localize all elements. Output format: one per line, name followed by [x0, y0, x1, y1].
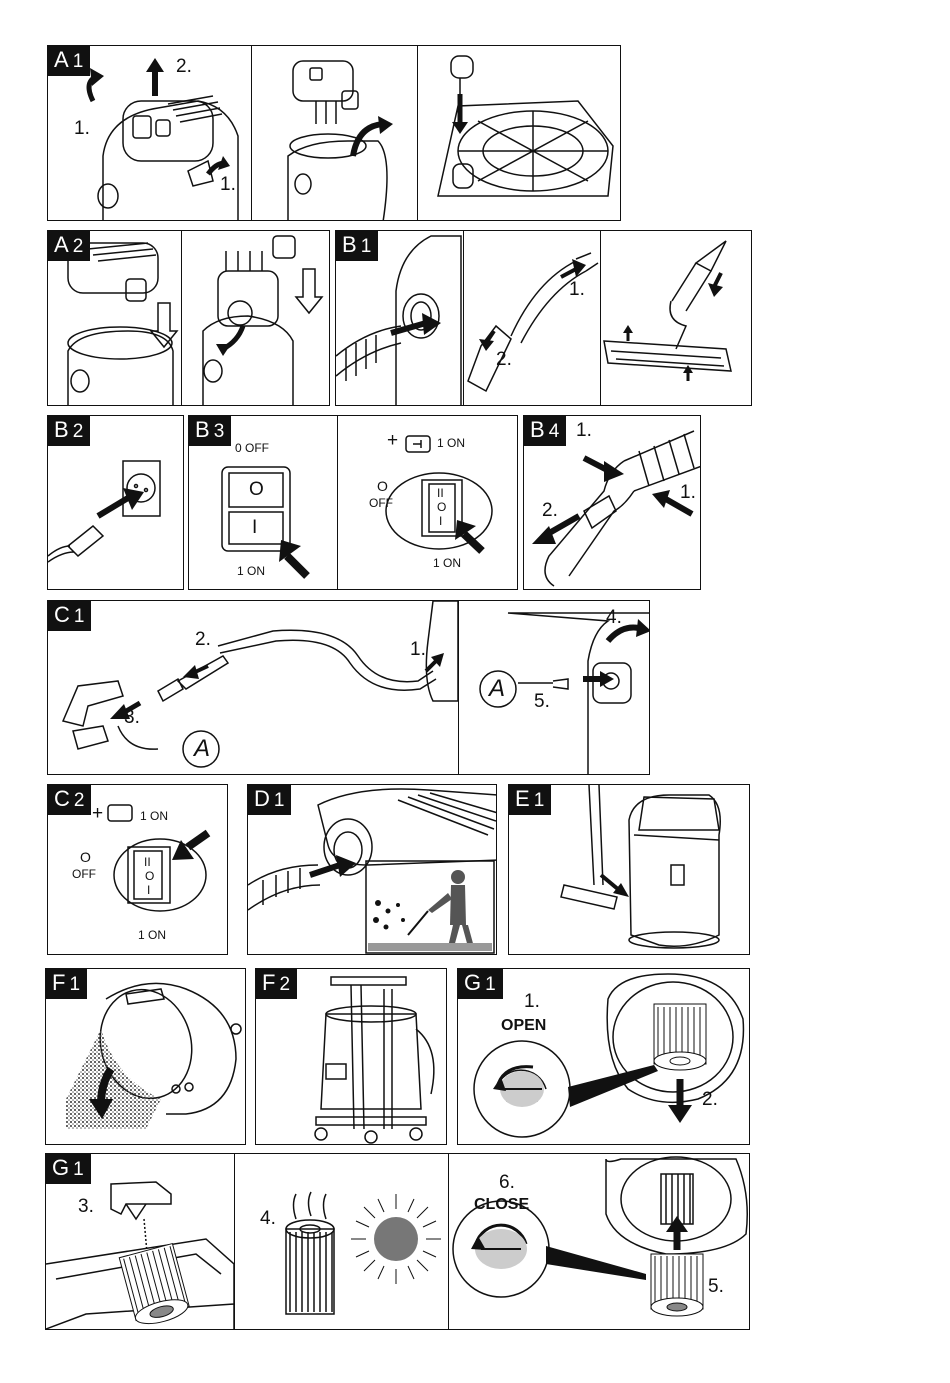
off-label: 0 OFF	[235, 441, 269, 455]
off-label: OFF	[369, 496, 393, 510]
on-label: 1 ON	[433, 556, 461, 570]
step-label: 3.	[78, 1196, 94, 1218]
open-label: OPEN	[501, 1017, 546, 1035]
o-label: O	[80, 849, 91, 865]
filter-cleaning-illustration	[46, 1154, 750, 1330]
step-label: 6.	[499, 1172, 515, 1194]
switch-o: O	[145, 869, 154, 883]
o-label: O	[377, 478, 388, 494]
step-label: 3.	[124, 707, 140, 729]
step-label: 2.	[195, 629, 211, 651]
power-tool-connection-illustration	[48, 601, 650, 775]
off-label: OFF	[72, 867, 96, 881]
step-label: 2.	[702, 1089, 718, 1111]
on-label: 1 ON	[140, 809, 168, 823]
step-label: 1.	[220, 174, 236, 196]
step-label: 2.	[542, 500, 558, 522]
close-label: CLOSE	[474, 1196, 529, 1214]
step-label: 4.	[260, 1208, 276, 1230]
on-label: 1 ON	[138, 928, 166, 942]
switch-ii: II	[437, 486, 444, 500]
step-label: 4.	[606, 607, 622, 629]
step-label: 5.	[708, 1276, 724, 1298]
on-glyph: I	[252, 517, 257, 539]
vacuum-lid-removal-illustration	[48, 46, 621, 221]
step-label: 5.	[534, 691, 550, 713]
plus-sign: +	[92, 803, 103, 825]
step-label: 1.	[524, 991, 540, 1013]
switch-ii: II	[144, 855, 151, 869]
step-label: 1.	[569, 279, 585, 301]
step-label: 1.	[680, 482, 696, 504]
off-glyph: O	[249, 479, 264, 501]
on-label: 1 ON	[437, 436, 465, 450]
step-label: 2.	[176, 56, 192, 78]
switch-i: I	[439, 514, 442, 528]
step-label: 1.	[74, 118, 90, 140]
hose-and-floor-nozzle-illustration	[336, 231, 752, 406]
step-label: 2.	[496, 349, 512, 371]
step-label: 1.	[576, 420, 592, 442]
switch-o: O	[437, 500, 446, 514]
vacuum-lid-refit-illustration	[48, 231, 330, 406]
step-label: 1.	[410, 639, 426, 661]
marker-a: A	[194, 735, 210, 763]
plus-sign: +	[387, 430, 398, 452]
switch-i: I	[147, 883, 150, 897]
marker-a: A	[489, 675, 505, 703]
on-label: 1 ON	[237, 564, 265, 578]
